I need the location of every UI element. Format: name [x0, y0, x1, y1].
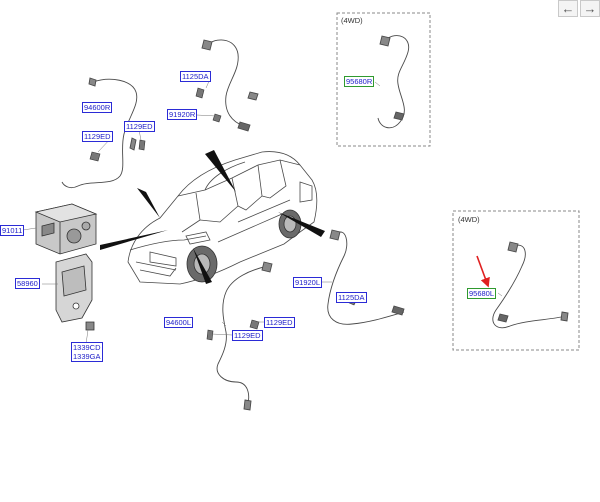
wheel-speed-sensor-95680R: [377, 35, 410, 129]
part-label-sensor-front-left[interactable]: 91920L: [293, 277, 323, 288]
inset-title-top: (4WD): [341, 16, 363, 25]
part-label-bolt-1339cd: 1339CD: [73, 343, 101, 352]
part-label-bolt-bottom-right[interactable]: 1129ED: [264, 317, 295, 328]
wheel-speed-sensor-91920L: [327, 229, 405, 325]
wheel-speed-sensor-95680L: [492, 241, 569, 329]
part-label-clip-front-left[interactable]: 1125DA: [336, 292, 367, 303]
part-label-bolt-1339ga: 1339GA: [73, 352, 101, 361]
arrow-left-icon: ←: [561, 1, 575, 16]
part-label-sensor-rear-right-4wd[interactable]: 95680R: [344, 76, 375, 87]
part-label-bolt-top-left[interactable]: 1129ED: [82, 131, 113, 142]
part-label-cable-rear-top[interactable]: 94600R: [82, 102, 113, 113]
back-button[interactable]: ←: [558, 0, 578, 17]
inset-frame-4wd-bottom: [452, 210, 580, 351]
highlight-arrow: [476, 255, 490, 288]
part-label-clip-front-right[interactable]: 1125DA: [180, 71, 211, 82]
inset-title-bottom: (4WD): [458, 215, 480, 224]
wheel-speed-cable-94600L: [216, 261, 273, 411]
arrow-right-icon: →: [583, 1, 597, 16]
wheel-speed-cable-94600R: [61, 77, 138, 189]
hecu-module: [34, 203, 98, 255]
wheel-speed-sensor-91920R: [201, 39, 259, 132]
forward-button[interactable]: →: [580, 0, 600, 17]
part-label-sensor-rear-left-4wd[interactable]: 95680L: [467, 288, 497, 299]
hecu-bracket: [55, 253, 95, 331]
part-label-bracket[interactable]: 58960: [15, 278, 40, 289]
vehicle-outline: [127, 151, 318, 285]
part-label-bolt-bottom-left[interactable]: 1129ED: [232, 330, 263, 341]
part-label-sensor-front-right[interactable]: 91920R: [167, 109, 198, 120]
part-label-cable-rear-left[interactable]: 94600L: [164, 317, 194, 328]
leader-wedges: [100, 150, 325, 284]
part-label-bolts-bracket[interactable]: 1339CD 1339GA: [71, 342, 103, 362]
part-label-hecu[interactable]: 91011: [0, 225, 25, 236]
inset-frame-4wd-top: [336, 12, 431, 147]
part-label-bolt-rear-top[interactable]: 1129ED: [124, 121, 155, 132]
